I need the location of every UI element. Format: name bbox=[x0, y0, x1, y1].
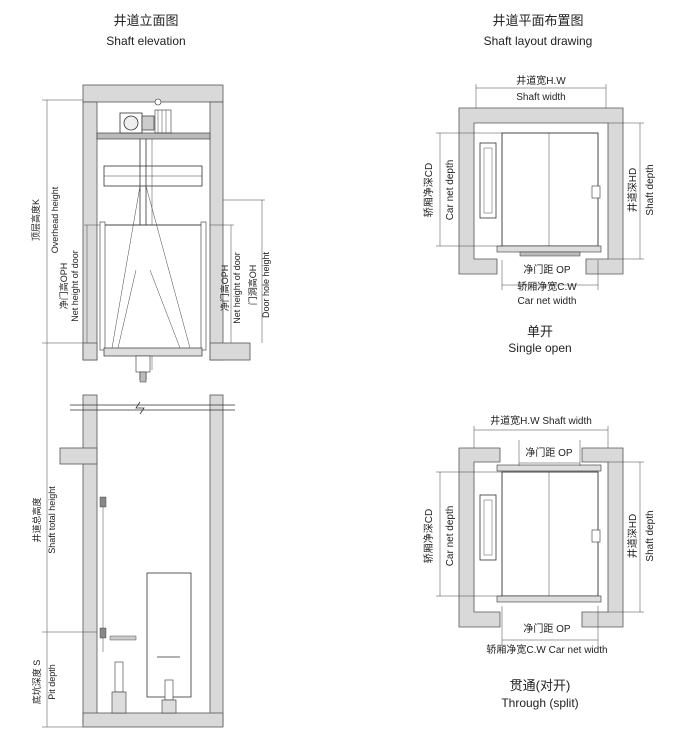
car-platform bbox=[103, 347, 203, 357]
single-hw-cn: 井道宽H.W bbox=[516, 74, 566, 87]
through-op-top: 净门距 OP bbox=[525, 446, 573, 459]
through-wall-right bbox=[581, 447, 624, 628]
overhead-label-cn: 顶层高度K bbox=[30, 199, 41, 241]
oh-label-cn: 门洞高OH bbox=[247, 265, 258, 306]
elevation-title-cn: 井道立面图 bbox=[113, 13, 178, 28]
upper-left-wall bbox=[82, 101, 98, 361]
through-door-sill-bottom bbox=[496, 595, 602, 603]
machine-beam bbox=[96, 132, 211, 140]
pit-depth-label-cn: 底坑深度 S bbox=[31, 660, 42, 705]
total-height-label-en: Shaft total height bbox=[47, 486, 57, 554]
car-body bbox=[103, 224, 203, 351]
through-hd-cn: 井道深HD bbox=[626, 514, 639, 558]
through-cd-en: Car net depth bbox=[445, 506, 456, 567]
through-cd-cn: 轿厢净深CD bbox=[422, 509, 435, 563]
oph-left-label-en: Net height of door bbox=[70, 250, 80, 322]
through-counterweight bbox=[479, 494, 497, 561]
counterweight bbox=[146, 572, 192, 698]
through-wall-left bbox=[458, 447, 501, 628]
total-height-label-cn: 井道总高度 bbox=[31, 497, 42, 542]
oh-label-en: Door hole height bbox=[261, 251, 271, 318]
single-hd-en: Shaft depth bbox=[645, 164, 656, 215]
upper-right-wall bbox=[209, 101, 224, 361]
single-cd-en: Car net depth bbox=[445, 160, 456, 221]
top-slab bbox=[82, 84, 224, 103]
through-hd-en: Shaft depth bbox=[645, 510, 656, 561]
car-buffer bbox=[114, 661, 124, 693]
lower-left-wall bbox=[82, 394, 98, 726]
through-caption-en: Through (split) bbox=[501, 696, 578, 710]
single-open-plan: 井道宽H.W Shaft width 轿厢净深CD Car net depth … bbox=[422, 74, 656, 355]
landing-slab-right bbox=[209, 342, 251, 361]
lower-right-wall bbox=[209, 394, 224, 726]
through-door-sill-top bbox=[496, 464, 602, 472]
overhead-label-en: Overhead height bbox=[50, 186, 60, 253]
cw-buffer bbox=[164, 679, 174, 701]
single-cd-cn: 轿厢净深CD bbox=[422, 163, 435, 217]
landing-slab-left bbox=[82, 342, 98, 361]
pit-floor bbox=[82, 712, 224, 728]
single-counterweight bbox=[479, 142, 497, 219]
through-op-bottom: 净门距 OP bbox=[523, 622, 571, 635]
through-plan: 井道宽H.W Shaft width 净门距 OP 轿厢净深CD Car net… bbox=[422, 414, 656, 710]
through-caption-cn: 贯通(对开) bbox=[510, 678, 571, 693]
single-hw-en: Shaft width bbox=[516, 92, 565, 103]
through-hw: 井道宽H.W Shaft width bbox=[490, 414, 592, 427]
single-op: 净门距 OP bbox=[523, 263, 571, 276]
door-jamb-left bbox=[99, 221, 106, 351]
door-jamb-right bbox=[200, 221, 207, 351]
oph-right-label-en: Net height of door bbox=[232, 252, 242, 324]
single-car bbox=[501, 132, 599, 247]
elevation-title-en: Shaft elevation bbox=[106, 34, 185, 48]
floor-slab-left bbox=[59, 447, 98, 465]
shaft-elevation: 顶层高度K Overhead height 净门高OPH Net height … bbox=[30, 84, 271, 728]
through-car bbox=[501, 471, 599, 597]
oph-right-label-cn: 净门高OPH bbox=[219, 265, 230, 312]
single-cw-cn: 轿厢净宽C.W bbox=[517, 280, 577, 293]
single-door-sill bbox=[496, 245, 602, 253]
single-caption-en: Single open bbox=[508, 341, 571, 355]
layout-title-en: Shaft layout drawing bbox=[484, 34, 593, 48]
pit-depth-label-en: Pit depth bbox=[47, 664, 57, 700]
single-hd-cn: 井道深HD bbox=[626, 168, 639, 212]
break-symbol bbox=[135, 401, 145, 415]
layout-title-cn: 井道平面布置图 bbox=[492, 13, 583, 28]
oph-left-label-cn: 净门高OPH bbox=[58, 263, 69, 310]
traction-machine bbox=[119, 98, 172, 134]
single-cw-en: Car net width bbox=[518, 296, 577, 307]
through-cw: 轿厢净宽C.W Car net width bbox=[486, 643, 607, 656]
single-caption-cn: 单开 bbox=[527, 324, 553, 339]
